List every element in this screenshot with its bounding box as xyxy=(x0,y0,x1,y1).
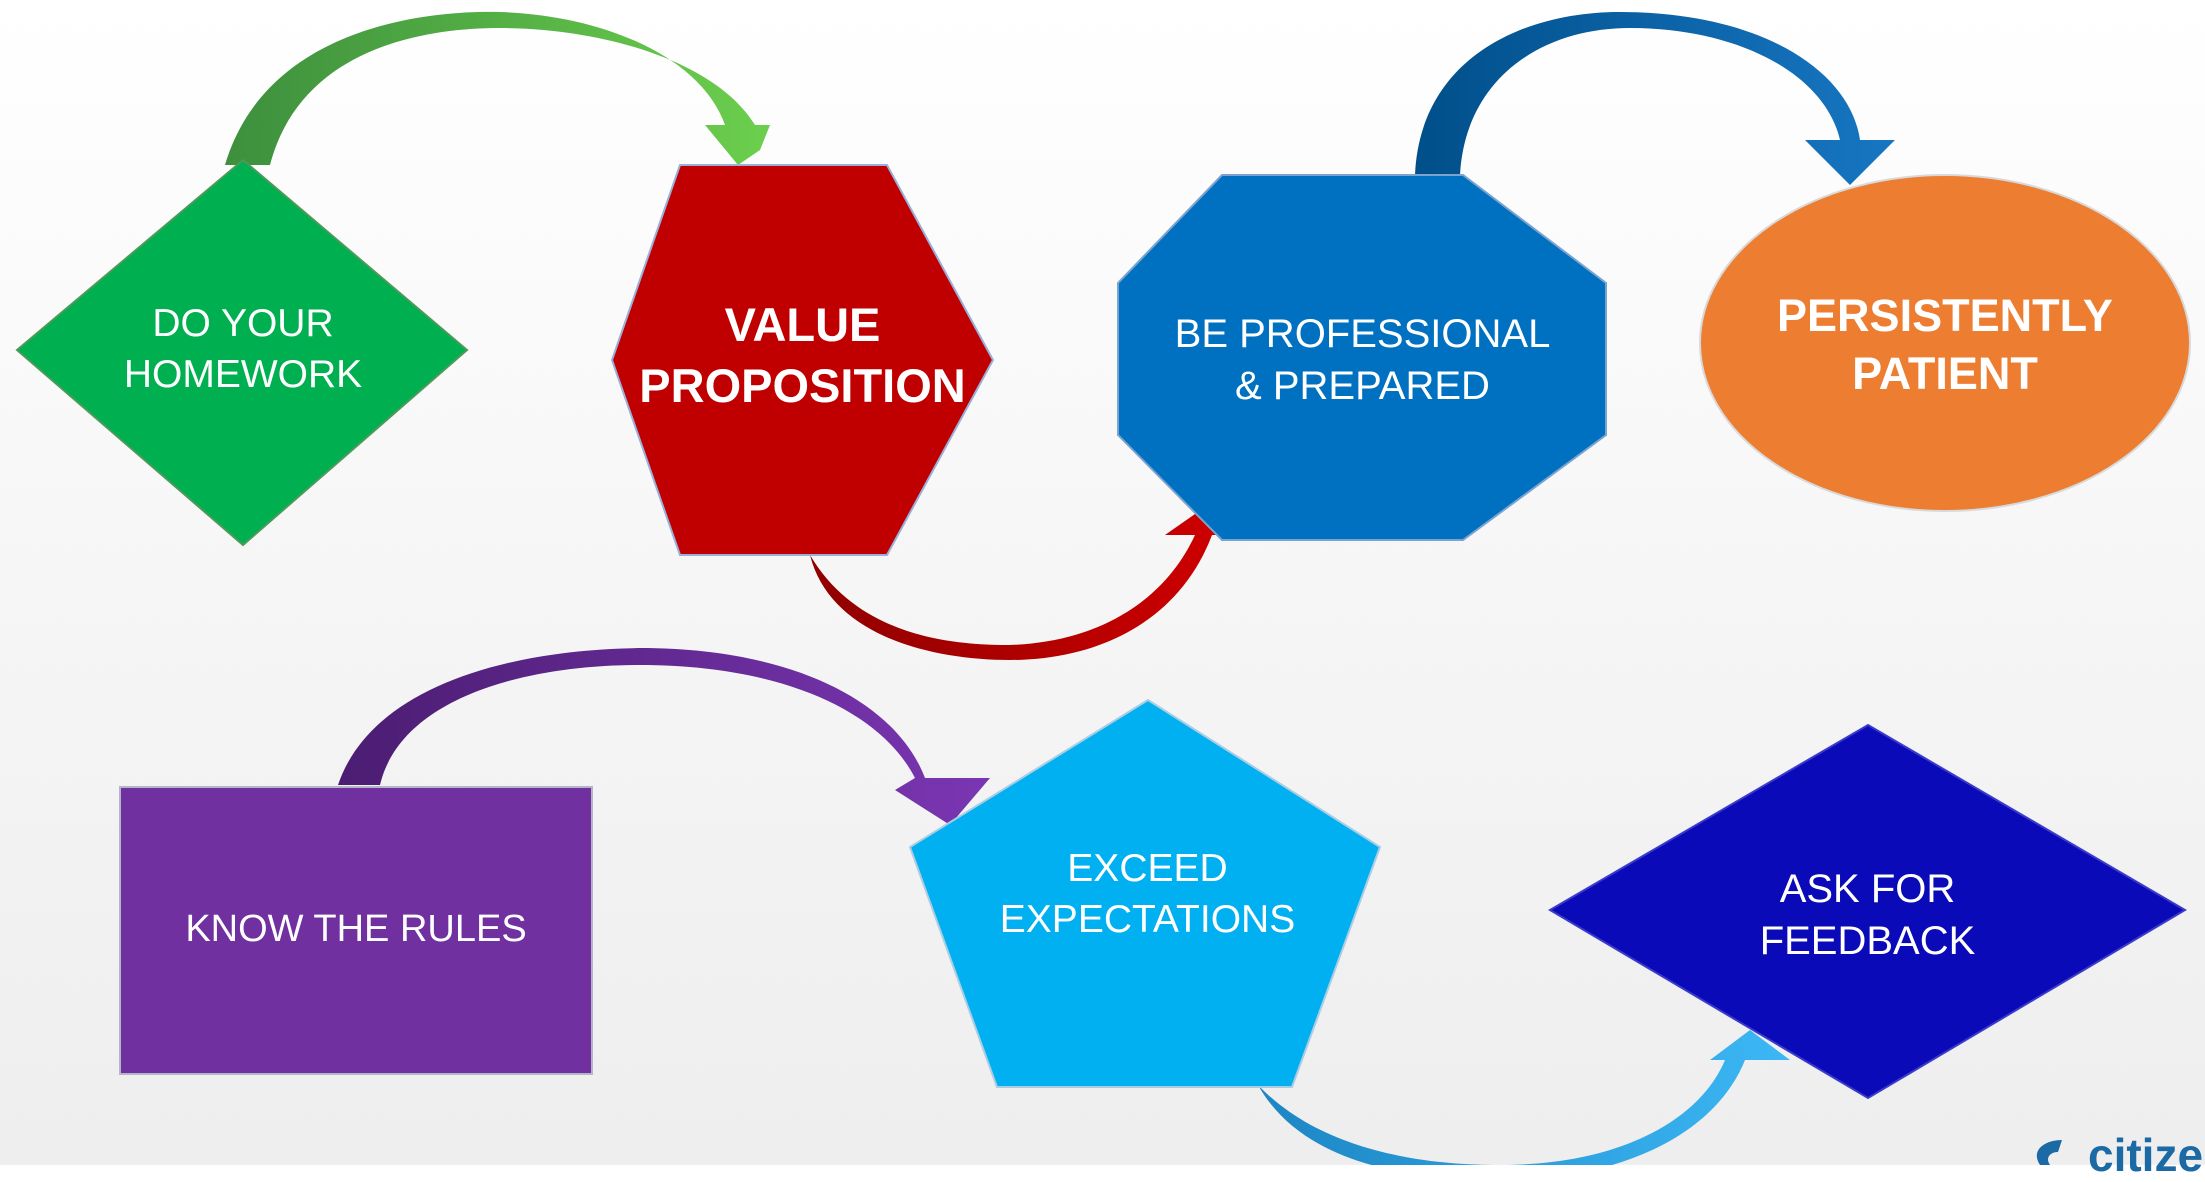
step-be-professional-text: BE PROFESSIONAL & PREPARED xyxy=(1174,312,1551,408)
step-persistently-patient-label: PERSISTENTLY PATIENT xyxy=(1745,270,2145,420)
arrow-homework-to-value xyxy=(225,11,770,165)
arrow-professional-to-patient xyxy=(1415,12,1895,185)
step-persistently-patient-text: PERSISTENTLY PATIENT xyxy=(1777,289,2113,400)
hexagon-shape-value xyxy=(610,164,995,556)
arrow-value-to-professional xyxy=(810,500,1240,660)
step-ask-for-feedback-text: ASK FOR FEEDBACK xyxy=(1759,867,1976,963)
arrow-expectations-to-feedback xyxy=(1258,1030,1790,1165)
step-know-the-rules-text: KNOW THE RULES xyxy=(185,908,527,951)
logo-text: citize xyxy=(2088,1129,2204,1181)
rectangle-shape-rules xyxy=(119,786,593,1075)
step-ask-for-feedback-label: ASK FOR FEEDBACK xyxy=(1700,845,2035,985)
diamond-shape-feedback xyxy=(1548,723,2187,1100)
step-exceed-expectations-label: EXCEED EXPECTATIONS xyxy=(975,825,1320,965)
step-value-proposition-label: VALUE PROPOSITION xyxy=(630,280,975,430)
arrow-rules-to-expectations xyxy=(338,648,990,825)
step-do-your-homework-text: DO YOUR HOMEWORK xyxy=(123,302,363,396)
octagon-shape-professional xyxy=(1117,174,1607,541)
step-be-professional-label: BE PROFESSIONAL & PREPARED xyxy=(1150,290,1575,430)
ellipse-shape-patient xyxy=(1699,174,2191,512)
step-know-the-rules-label: KNOW THE RULES xyxy=(120,890,592,970)
step-exceed-expectations-text: EXCEED EXPECTATIONS xyxy=(999,847,1296,941)
step-do-your-homework-label: DO YOUR HOMEWORK xyxy=(83,280,403,420)
diamond-shape-homework xyxy=(15,158,469,547)
pentagon-shape-expectations xyxy=(908,698,1382,1088)
step-value-proposition-text: VALUE PROPOSITION xyxy=(639,297,966,412)
logo-mark-icon xyxy=(2036,1140,2062,1165)
